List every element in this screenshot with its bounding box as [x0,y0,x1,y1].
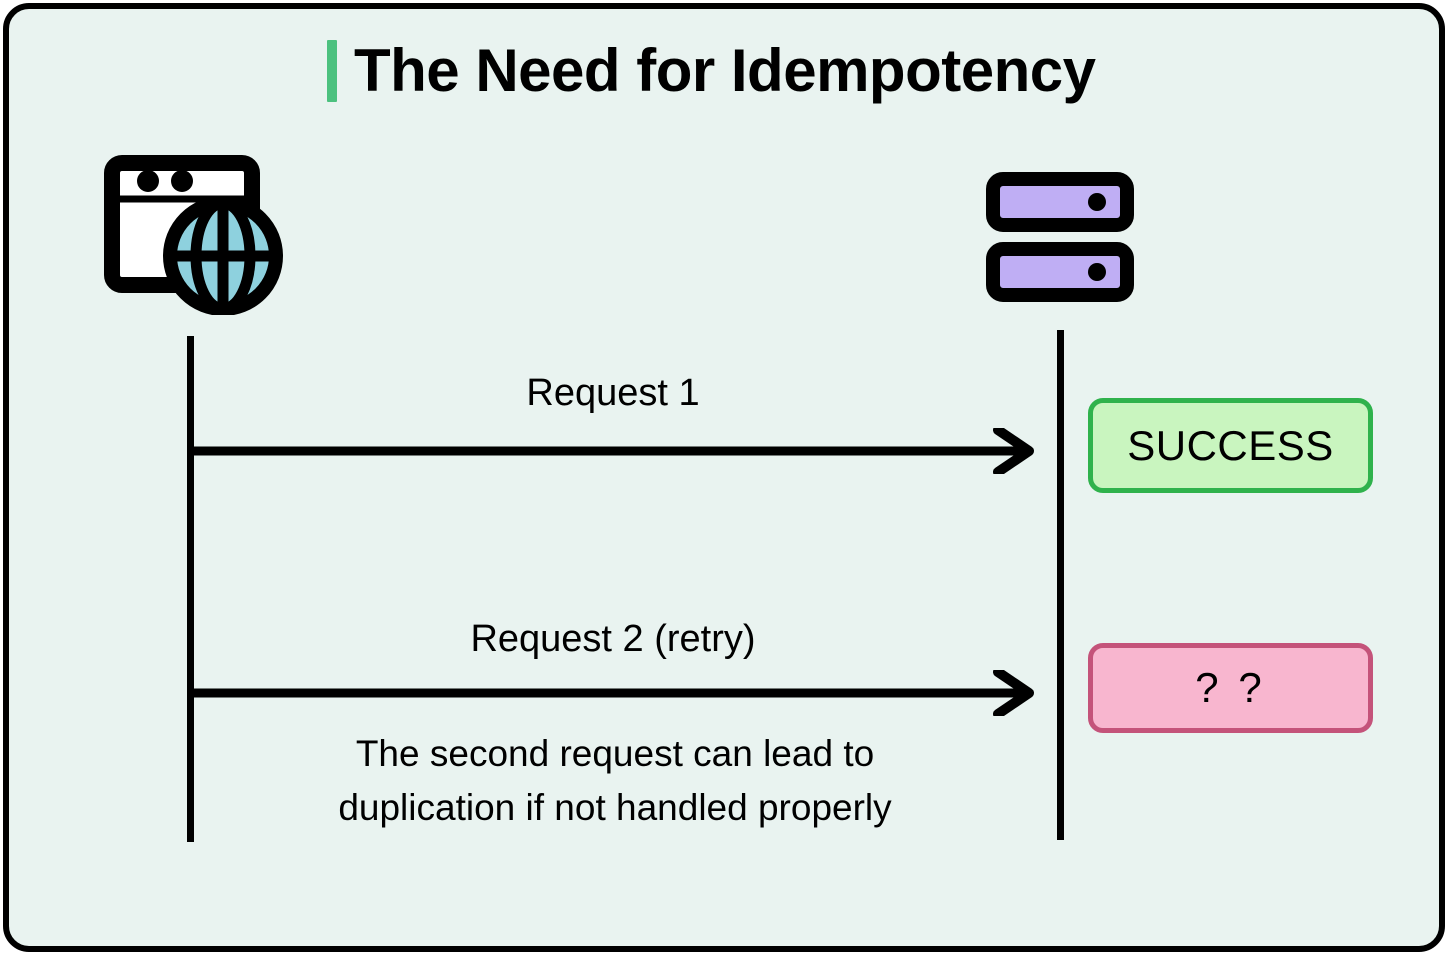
message-label-1: Request 1 [526,372,700,414]
title-accent-bar [327,40,337,102]
server-led-top [1088,193,1106,211]
browser-dot-left [137,170,159,192]
message-label-2: Request 2 (retry) [470,618,756,660]
status-badge-unknown-label: ? ? [1195,664,1266,711]
client-actor-icon [104,155,290,316]
status-badge-success: SUCCESS [1088,398,1373,493]
message-arrow-2 [186,667,1046,721]
client-lifeline [187,336,194,842]
status-badge-success-label: SUCCESS [1127,421,1334,469]
server-actor-icon [984,172,1136,302]
server-unit-bottom [986,242,1134,302]
page-title: The Need for Idempotency [354,37,1096,104]
status-badge-unknown: ? ? [1088,643,1373,733]
diagram-caption: The second request can lead to duplicati… [338,733,892,828]
title-row: The Need for Idempotency [327,30,1096,112]
server-unit-top [986,172,1134,232]
server-lifeline [1057,330,1064,840]
message-arrow-1 [186,425,1046,479]
browser-dot-right [171,170,193,192]
server-led-bottom [1088,263,1106,281]
globe-icon [163,196,283,316]
